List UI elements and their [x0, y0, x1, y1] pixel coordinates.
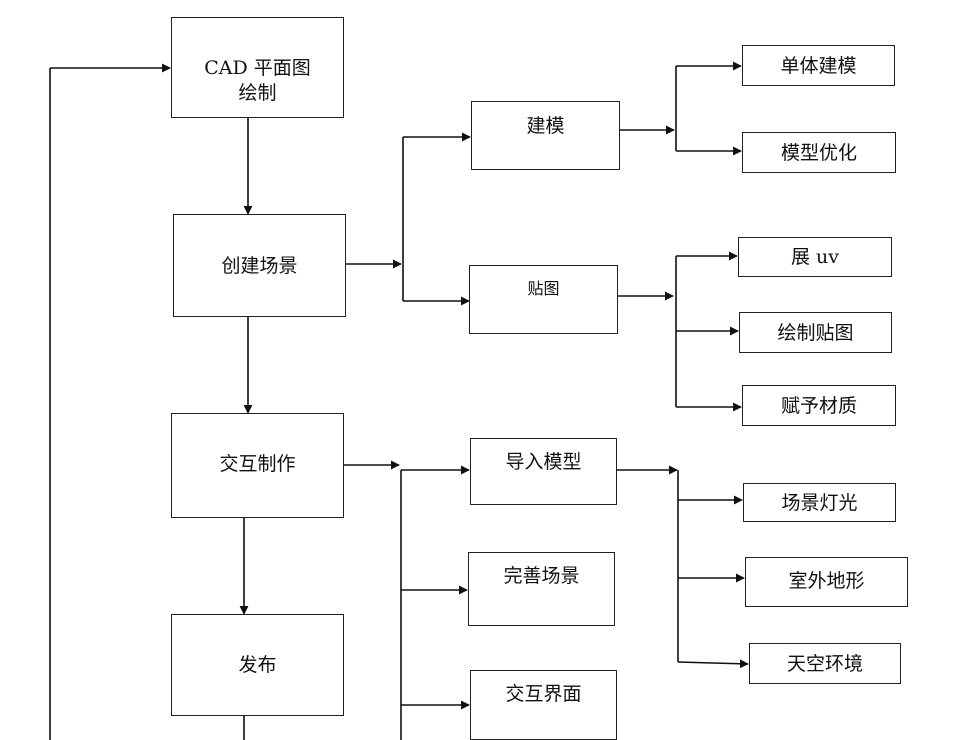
node-publish: 发布 [171, 614, 344, 716]
node-sky-label: 天空环境 [786, 653, 863, 675]
node-draw-texture: 绘制贴图 [739, 312, 892, 353]
node-scene-light: 场景灯光 [743, 483, 896, 522]
node-single-model: 单体建模 [742, 45, 895, 86]
node-publish-label: 发布 [238, 654, 277, 676]
node-interaction-ui: 交互界面 [470, 670, 617, 740]
node-sky: 天空环境 [749, 643, 901, 684]
node-terrain: 室外地形 [745, 557, 908, 607]
node-import-model: 导入模型 [470, 438, 617, 505]
node-optimize-model-label: 模型优化 [780, 142, 857, 164]
node-unwrap-uv-label: 展 uv [790, 246, 839, 268]
node-import-model-label: 导入模型 [505, 451, 582, 473]
node-terrain-label: 室外地形 [788, 570, 865, 592]
node-modeling-label: 建模 [526, 115, 565, 137]
node-cad-drawing: CAD 平面图 绘制 [171, 17, 344, 118]
node-single-model-label: 单体建模 [780, 55, 857, 77]
node-interaction: 交互制作 [171, 413, 344, 518]
node-optimize-model: 模型优化 [742, 132, 896, 173]
node-unwrap-uv: 展 uv [738, 237, 892, 277]
node-refine-scene-label: 完善场景 [503, 565, 580, 587]
node-refine-scene: 完善场景 [468, 552, 615, 626]
arrow-to-sky [677, 659, 749, 669]
node-texture-label: 贴图 [527, 279, 560, 298]
node-texture: 贴图 [469, 265, 618, 334]
node-scene-light-label: 场景灯光 [781, 492, 858, 514]
node-draw-texture-label: 绘制贴图 [777, 322, 854, 344]
node-assign-material-label: 赋予材质 [780, 395, 857, 417]
node-assign-material: 赋予材质 [742, 385, 896, 426]
node-interaction-ui-label: 交互界面 [505, 683, 582, 705]
node-create-scene: 创建场景 [173, 214, 346, 317]
node-create-scene-label: 创建场景 [221, 255, 298, 277]
node-modeling: 建模 [471, 101, 620, 170]
node-interaction-label: 交互制作 [219, 453, 296, 475]
node-cad-drawing-label: CAD 平面图 绘制 [204, 56, 311, 105]
